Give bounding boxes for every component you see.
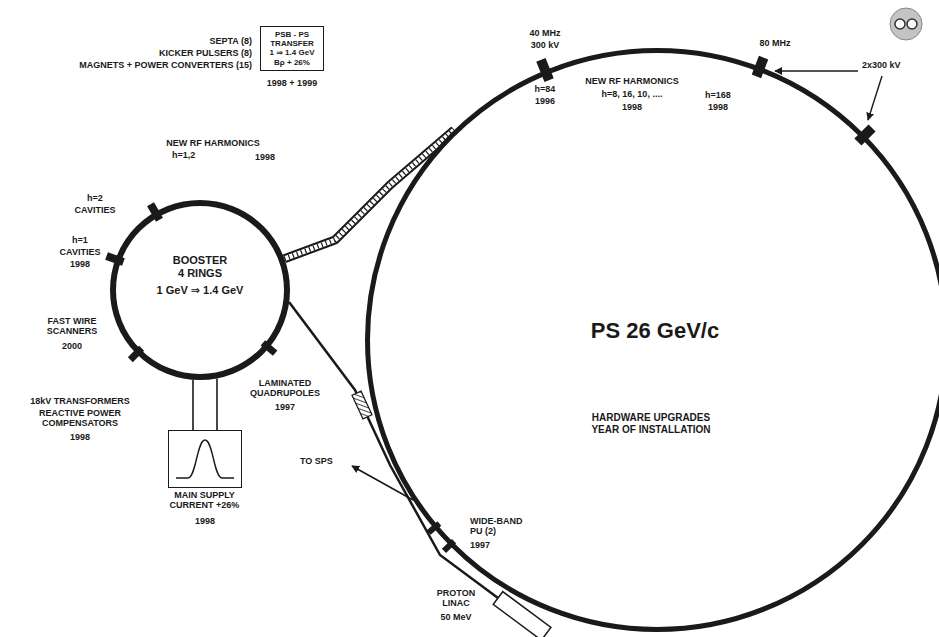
year-label: 1998 [708, 102, 728, 112]
year-label: 1998 [622, 102, 642, 112]
rf-cavity [854, 124, 875, 145]
pulse-curve [176, 440, 234, 478]
logo-emblem [907, 19, 917, 29]
rf-cavity [752, 56, 769, 78]
connector-stroke [284, 130, 454, 259]
logo-emblem [895, 19, 905, 29]
energy-label: 50 MeV [440, 612, 471, 622]
transfer-line [284, 130, 454, 259]
frequency-label: 40 MHz [529, 28, 560, 38]
component-label: CAVITIES [75, 205, 116, 215]
year-label: 1997 [275, 402, 295, 412]
pointer-arrow [868, 76, 882, 120]
booster-element [261, 340, 278, 356]
upgrade-label: NEW RF HARMONICS [585, 76, 679, 86]
supply-feed [193, 378, 217, 430]
year-label: 1998 [195, 516, 215, 526]
connector-stroke [192, 380, 194, 430]
node-heading: BOOSTER 4 RINGS [169, 254, 231, 279]
quadrupole-symbol [352, 391, 372, 419]
connector-stroke [216, 378, 218, 430]
component-label: CAVITIES [60, 247, 101, 257]
node-heading: MAIN SUPPLY CURRENT +26% [165, 490, 245, 511]
voltage-label: 2x300 kV [862, 60, 901, 70]
voltage-label: 300 kV [531, 40, 560, 50]
year-label: 1998 + 1999 [267, 78, 317, 88]
extraction-arrow [352, 466, 413, 500]
year-label: 1998 [255, 152, 275, 162]
node-text: 1 GeV ⇒ 1.4 GeV [157, 284, 244, 297]
component-label: PROTON LINAC [433, 588, 479, 609]
year-label: 1997 [470, 540, 490, 550]
harmonic-label: h=84 [535, 84, 556, 94]
node-heading: PSB - PS TRANSFER [267, 30, 317, 48]
year-label: 1996 [535, 96, 555, 106]
pointer-arrow [775, 70, 858, 71]
node-text: HARDWARE UPGRADES YEAR OF INSTALLATION [584, 412, 719, 435]
booster-ring: BOOSTER 4 RINGS 1 GeV ⇒ 1.4 GeV [110, 200, 290, 380]
wire-scanner [128, 346, 144, 362]
logo-emblem [890, 8, 922, 40]
supply-box: MAIN SUPPLY CURRENT +26% [168, 430, 242, 488]
synchrotron-ring: PS 26 GeV/cHARDWARE UPGRADES YEAR OF INS… [365, 48, 939, 632]
pickup-symbol [442, 539, 456, 553]
component-label: REACTIVE POWER COMPENSATORS [32, 408, 128, 429]
node-heading: PS 26 GeV/c [591, 318, 719, 343]
harmonic-label: h=1,2 [172, 150, 195, 160]
linac-tube [493, 592, 551, 637]
component-label: FAST WIRE SCANNERS [40, 316, 104, 337]
rf-cavity [147, 202, 163, 222]
node-text: 1 ⇒ 1.4 GeV Bρ + 26% [265, 48, 319, 66]
component-label: 18kV TRANSFORMERS [30, 396, 130, 406]
hardware-item: SEPTA (8) [209, 36, 252, 46]
upgrade-label: NEW RF HARMONICS [166, 138, 260, 148]
frequency-label: 80 MHz [759, 38, 790, 48]
connector-stroke [284, 130, 454, 259]
injection-line [289, 302, 498, 598]
pickup-symbol [427, 521, 442, 535]
year-label: 2000 [62, 341, 82, 351]
hardware-item: MAGNETS + POWER CONVERTERS (15) [79, 60, 252, 70]
hardware-item: KICKER PULSERS (8) [159, 48, 252, 58]
transfer-box: PSB - PS TRANSFER1 ⇒ 1.4 GeV Bρ + 26% [260, 26, 324, 71]
component-label: LAMINATED QUADRUPOLES [245, 378, 325, 399]
connector-stroke [284, 130, 454, 259]
harmonic-label: h=8, 16, 10, .... [602, 89, 663, 99]
harmonic-label: h=2 [87, 193, 103, 203]
destination-label: TO SPS [300, 456, 333, 466]
year-label: 1998 [70, 432, 90, 442]
component-label: WIDE-BAND PU (2) [470, 516, 532, 537]
rf-cavity [536, 58, 554, 82]
harmonic-label: h=1 [72, 235, 88, 245]
year-label: 1998 [70, 259, 90, 269]
harmonic-label: h=168 [705, 90, 731, 100]
